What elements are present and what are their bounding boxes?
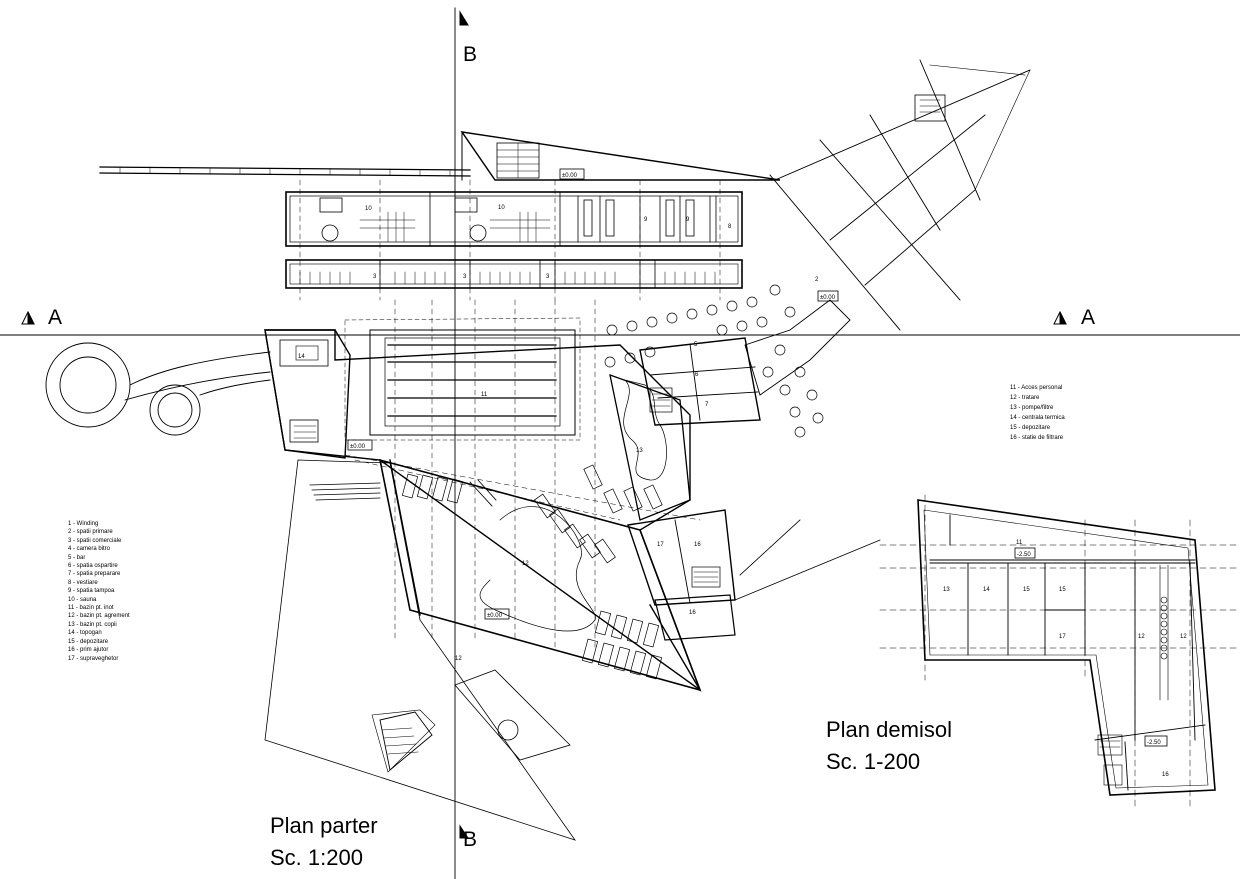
- plan-parter-legend: 1 - Winding 2 - spatii primare 3 - spati…: [68, 520, 130, 663]
- legend-item: 15 - depozitare: [68, 638, 109, 645]
- room-number: 2: [815, 277, 819, 283]
- level-mark: ±0.00: [487, 613, 503, 619]
- room-number: 10: [365, 206, 372, 212]
- plan-demisol-legend: 11 - Acces personal 12 - tratare 13 - po…: [1010, 383, 1065, 443]
- section-marker-b-top: [459, 10, 469, 26]
- room-number: 5: [694, 342, 698, 348]
- room-number: 17: [657, 542, 664, 548]
- room-number: 3: [373, 274, 377, 280]
- legend-item: 10 - sauna: [68, 596, 97, 603]
- room-number: 12: [1180, 634, 1187, 640]
- legend-item: 16 - prim ajutor: [68, 647, 109, 654]
- legend-item: 15 - depozitare: [1010, 425, 1051, 431]
- section-label-b-bottom: B: [463, 828, 477, 851]
- legend-item: 5 - bar: [68, 554, 86, 561]
- room-number: 12: [522, 561, 529, 567]
- room-number: 9: [644, 217, 648, 223]
- legend-item: 13 - bazin pt. copii: [68, 621, 117, 628]
- section-label-b-top: B: [463, 43, 477, 66]
- level-mark: ±0.00: [562, 173, 578, 179]
- legend-item: 6 - spatia ospartire: [68, 563, 118, 570]
- level-mark: -2.50: [1017, 552, 1031, 558]
- room-number: 8: [728, 224, 732, 230]
- room-number: 13: [636, 448, 643, 454]
- section-marker-a-left: [21, 310, 35, 325]
- room-number: 13: [943, 587, 950, 593]
- room-number: 15: [1023, 587, 1030, 593]
- legend-item: 4 - camera bitro: [68, 546, 111, 553]
- room-number: 11: [481, 392, 488, 398]
- room-number: 11: [1016, 540, 1023, 546]
- terrace-tables: [604, 284, 824, 438]
- section-label-a-left: A: [48, 306, 62, 329]
- section-marker-b-bottom: [459, 824, 469, 839]
- room-number: 12: [455, 656, 462, 662]
- room-number: 14: [983, 587, 990, 593]
- plan-demisol: [879, 494, 1240, 811]
- plan-parter-scale: Sc. 1:200: [270, 845, 363, 870]
- plan-parter: [45, 59, 1031, 841]
- section-axes: [0, 7, 1240, 879]
- level-mark: ±0.00: [350, 444, 366, 450]
- legend-item: 13 - pompe/filtre: [1010, 405, 1054, 411]
- room-number: 6: [695, 372, 699, 378]
- plan-demisol-name: Plan demisol: [826, 717, 952, 742]
- room-number: 15: [1059, 587, 1066, 593]
- room-number: 16: [1162, 772, 1169, 778]
- legend-item: 8 - vestiare: [68, 579, 98, 586]
- legend-item: 1 - Winding: [68, 521, 99, 527]
- legend-item: 17 - supraveghetor: [68, 655, 119, 662]
- room-number: 3: [546, 274, 550, 280]
- legend-item: 12 - bazin pt. agrement: [68, 613, 130, 620]
- room-number: 9: [686, 217, 690, 223]
- plan-demisol-scale: Sc. 1-200: [826, 749, 921, 774]
- legend-item: 12 - tratare: [1010, 395, 1040, 401]
- plan-parter-name: Plan parter: [270, 813, 378, 838]
- section-label-a-right: A: [1081, 306, 1095, 329]
- legend-item: 11 - bazin pt. inot: [68, 605, 114, 612]
- legend-item: 14 - centrala termica: [1010, 415, 1065, 421]
- room-number: 14: [298, 354, 305, 360]
- room-number: 16: [689, 610, 696, 616]
- legend-item: 14 - topogan: [68, 630, 102, 637]
- level-mark: ±0.00: [820, 295, 836, 301]
- plan-demisol-title: Plan demisol Sc. 1-200: [826, 714, 952, 778]
- room-number: 12: [1138, 634, 1145, 640]
- legend-item: 16 - statie de filtrare: [1010, 435, 1064, 441]
- room-number: 7: [705, 402, 709, 408]
- plan-parter-title: Plan parter Sc. 1:200: [270, 810, 378, 874]
- legend-item: 7 - spatia preparare: [68, 571, 121, 578]
- room-number: 3: [463, 274, 467, 280]
- section-marker-a-right: [1053, 310, 1067, 325]
- level-mark: -2.50: [1147, 740, 1161, 746]
- legend-item: 2 - spatii primare: [68, 529, 113, 536]
- room-number: 16: [694, 542, 701, 548]
- legend-item: 3 - spatii comerciale: [68, 537, 122, 544]
- legend-item: 11 - Acces personal: [1010, 385, 1063, 391]
- room-number: 17: [1059, 634, 1066, 640]
- room-number: 10: [498, 205, 505, 211]
- legend-item: 9 - spatia tampoa: [68, 588, 115, 595]
